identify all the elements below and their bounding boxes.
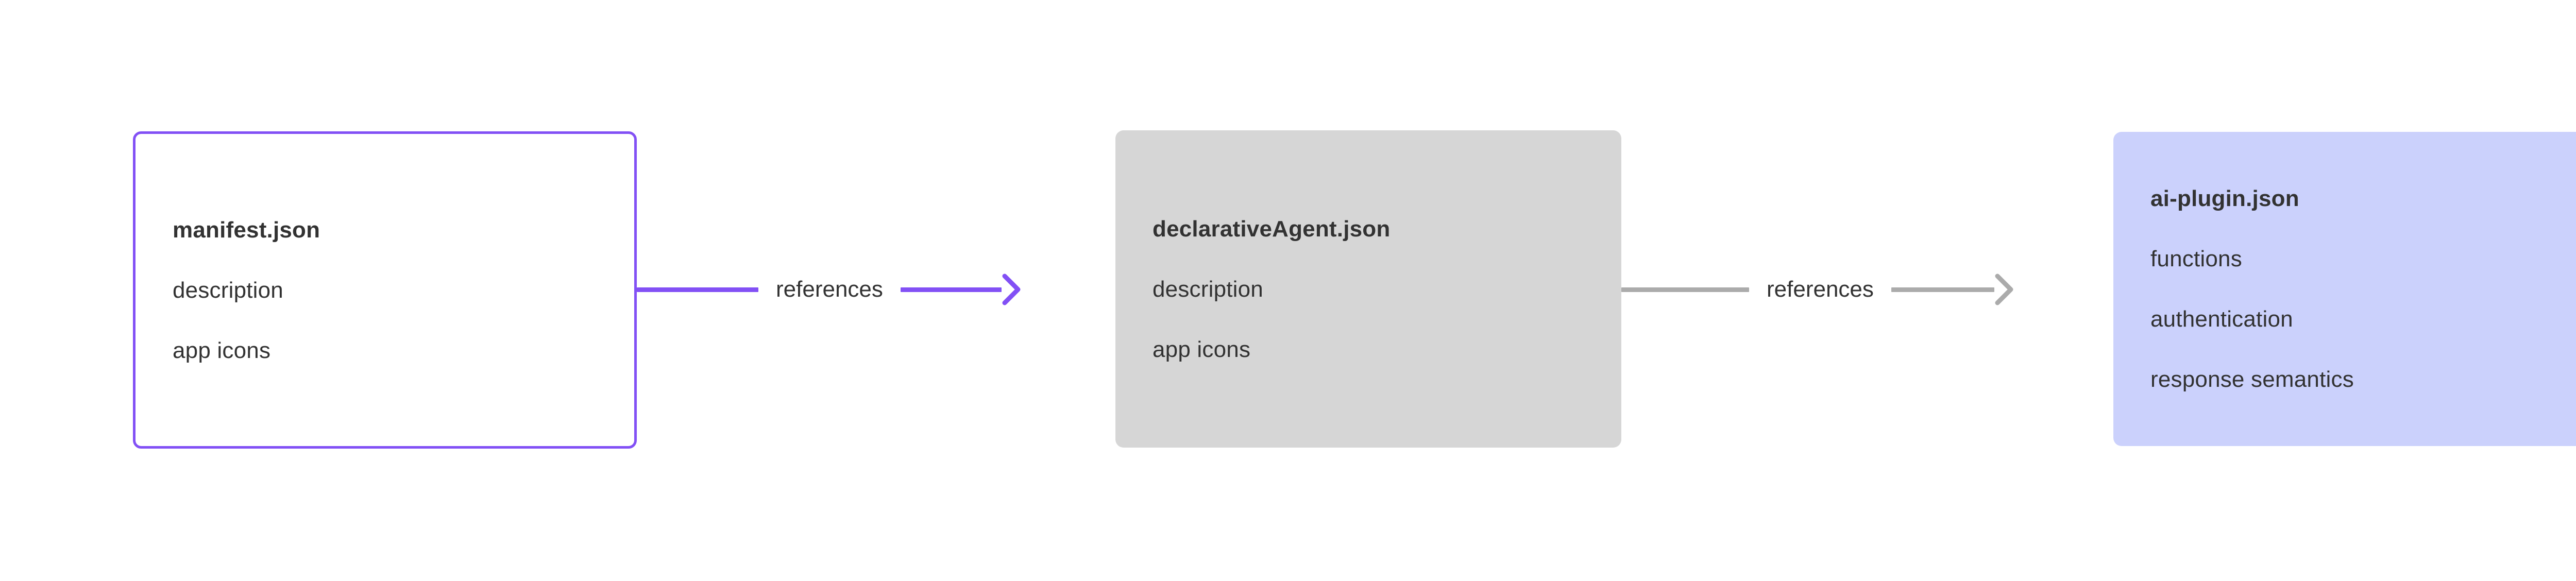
node-declarative-agent-json-line-app-icons: app icons <box>1153 336 1251 362</box>
arrowhead-right-icon <box>1002 274 1021 305</box>
edge-line-segment-left <box>637 287 758 292</box>
node-ai-plugin-json-title: ai-plugin.json <box>2150 186 2299 211</box>
edge-line-segment-right <box>1891 287 1994 292</box>
node-manifest-json-line-app-icons: app icons <box>173 337 271 363</box>
edge-line-segment-left <box>1621 287 1749 292</box>
node-ai-plugin-json-line-response-semantics: response semantics <box>2150 367 2354 392</box>
node-declarative-agent-json-title: declarativeAgent.json <box>1153 216 1391 242</box>
node-manifest-json-title: manifest.json <box>173 217 320 243</box>
node-manifest-json[interactable]: manifest.json description app icons <box>133 131 637 449</box>
node-manifest-json-line-description: description <box>173 277 283 303</box>
node-ai-plugin-json-line-authentication: authentication <box>2150 306 2293 332</box>
edge-label-references: references <box>776 277 883 302</box>
edge-label-references: references <box>1767 277 1874 302</box>
node-declarative-agent-json-line-description: description <box>1153 276 1263 302</box>
edge-line-segment-right <box>900 287 1002 292</box>
node-ai-plugin-json[interactable]: ai-plugin.json functions authentication … <box>2113 132 2576 446</box>
node-declarative-agent-json[interactable]: declarativeAgent.json description app ic… <box>1115 130 1621 448</box>
arrowhead-right-icon <box>1995 274 2013 305</box>
edge-manifest-to-declarative-agent: references <box>637 256 1116 323</box>
edge-declarative-agent-to-ai-plugin: references <box>1621 256 2114 323</box>
node-ai-plugin-json-line-functions: functions <box>2150 246 2242 271</box>
